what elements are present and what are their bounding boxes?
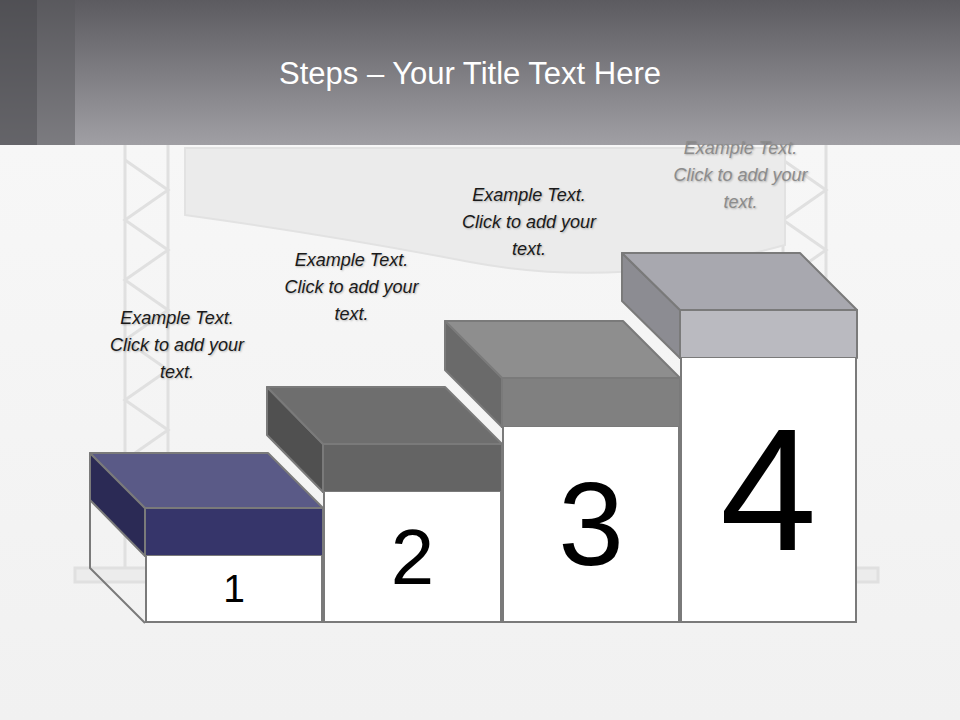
header-strip bbox=[0, 0, 37, 145]
step-number: 4 bbox=[720, 403, 817, 577]
step-number: 1 bbox=[223, 569, 245, 608]
step-box: Example Text. Click to add your text.4 bbox=[680, 358, 857, 623]
step-box: Example Text. Click to add your text.1 bbox=[145, 556, 323, 623]
step-box: Example Text. Click to add your text.2 bbox=[323, 492, 502, 623]
step-note: Example Text. Click to add your text. bbox=[102, 305, 252, 386]
header-band bbox=[0, 0, 960, 145]
slide-title: Steps – Your Title Text Here bbox=[75, 52, 865, 96]
step-note: Example Text. Click to add your text. bbox=[277, 247, 427, 328]
step-number: 2 bbox=[391, 518, 434, 596]
step-slabs bbox=[90, 253, 857, 623]
step-note: Example Text. Click to add your text. bbox=[666, 135, 816, 216]
step-note: Example Text. Click to add your text. bbox=[454, 182, 604, 263]
step-number: 3 bbox=[558, 465, 624, 583]
slide-ground bbox=[0, 145, 960, 720]
step-box: Example Text. Click to add your text.3 bbox=[502, 427, 680, 623]
header-strip bbox=[37, 0, 75, 145]
